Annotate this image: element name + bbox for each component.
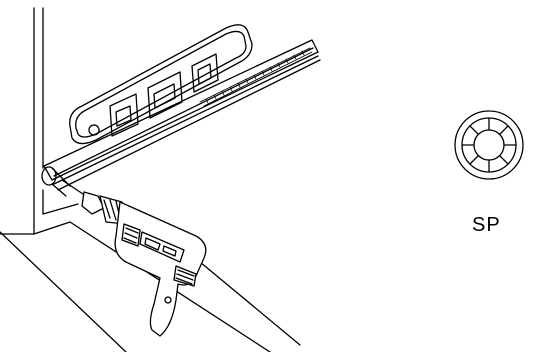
- drill-chuck: [82, 192, 104, 214]
- drill-body: [115, 202, 206, 336]
- level-hang-hole: [89, 125, 99, 135]
- drill-handle-screw: [165, 297, 171, 303]
- spirit-level: [70, 25, 252, 144]
- mounting-rail: [44, 40, 320, 190]
- screw: [42, 167, 70, 196]
- cabinet-side-panel: [0, 8, 43, 234]
- sp-screw-head-icon: [455, 111, 523, 179]
- electric-drill: [62, 180, 206, 336]
- screw-type-label: SP: [472, 214, 532, 237]
- level-vial-horizontal: [148, 72, 182, 118]
